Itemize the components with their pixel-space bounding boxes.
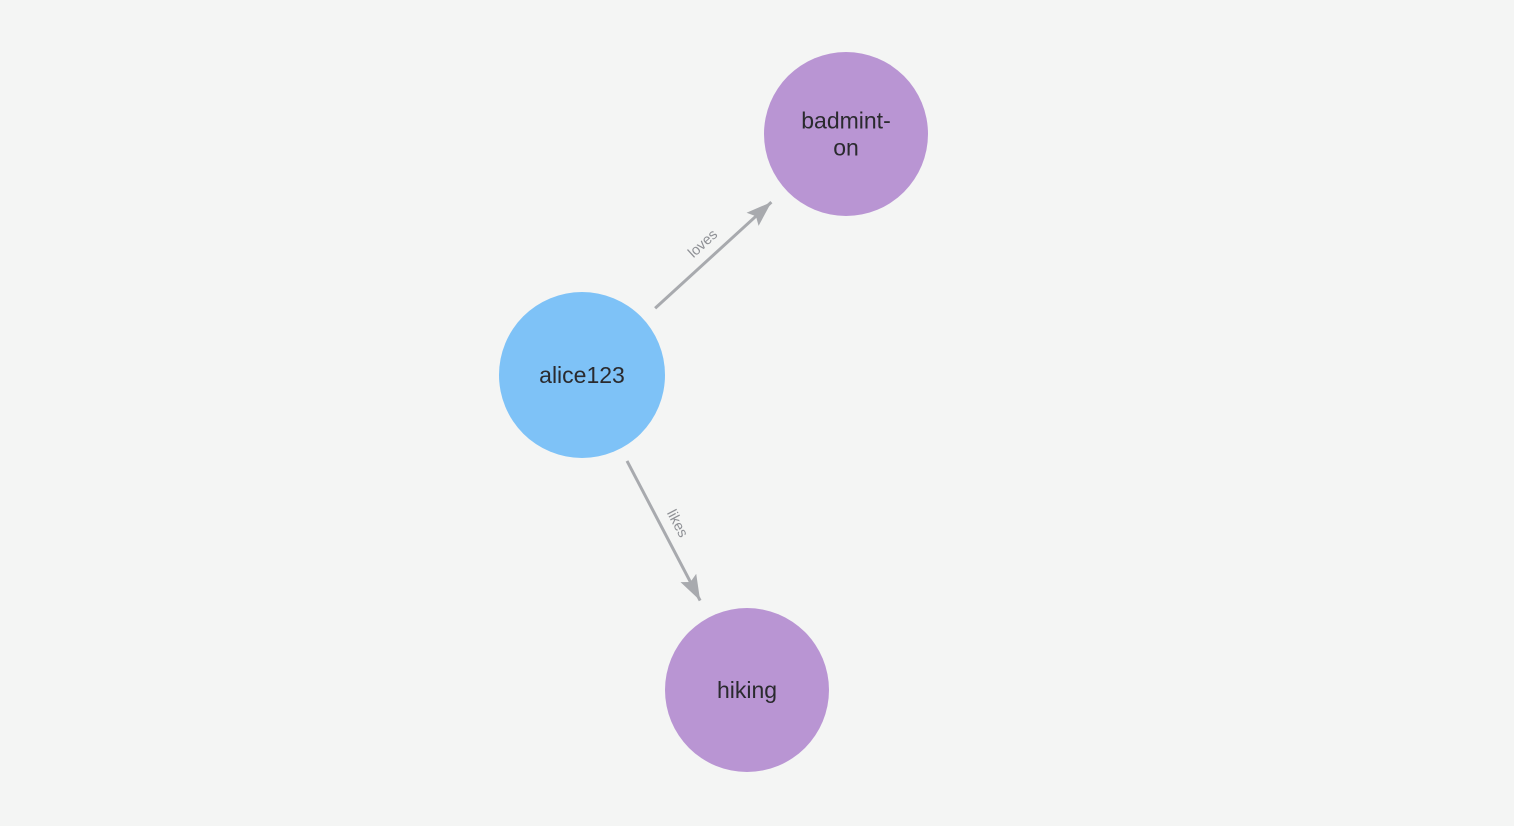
node-alice123[interactable]: alice123 — [499, 292, 665, 458]
node-circle-hiking[interactable] — [665, 608, 829, 772]
node-badminton[interactable]: badmint-on — [764, 52, 928, 216]
node-circle-badminton[interactable] — [764, 52, 928, 216]
edge-line-likes[interactable] — [625, 460, 702, 602]
edge-line-loves[interactable] — [654, 200, 773, 310]
node-hiking[interactable]: hiking — [665, 608, 829, 772]
node-circle-alice123[interactable] — [499, 292, 665, 458]
